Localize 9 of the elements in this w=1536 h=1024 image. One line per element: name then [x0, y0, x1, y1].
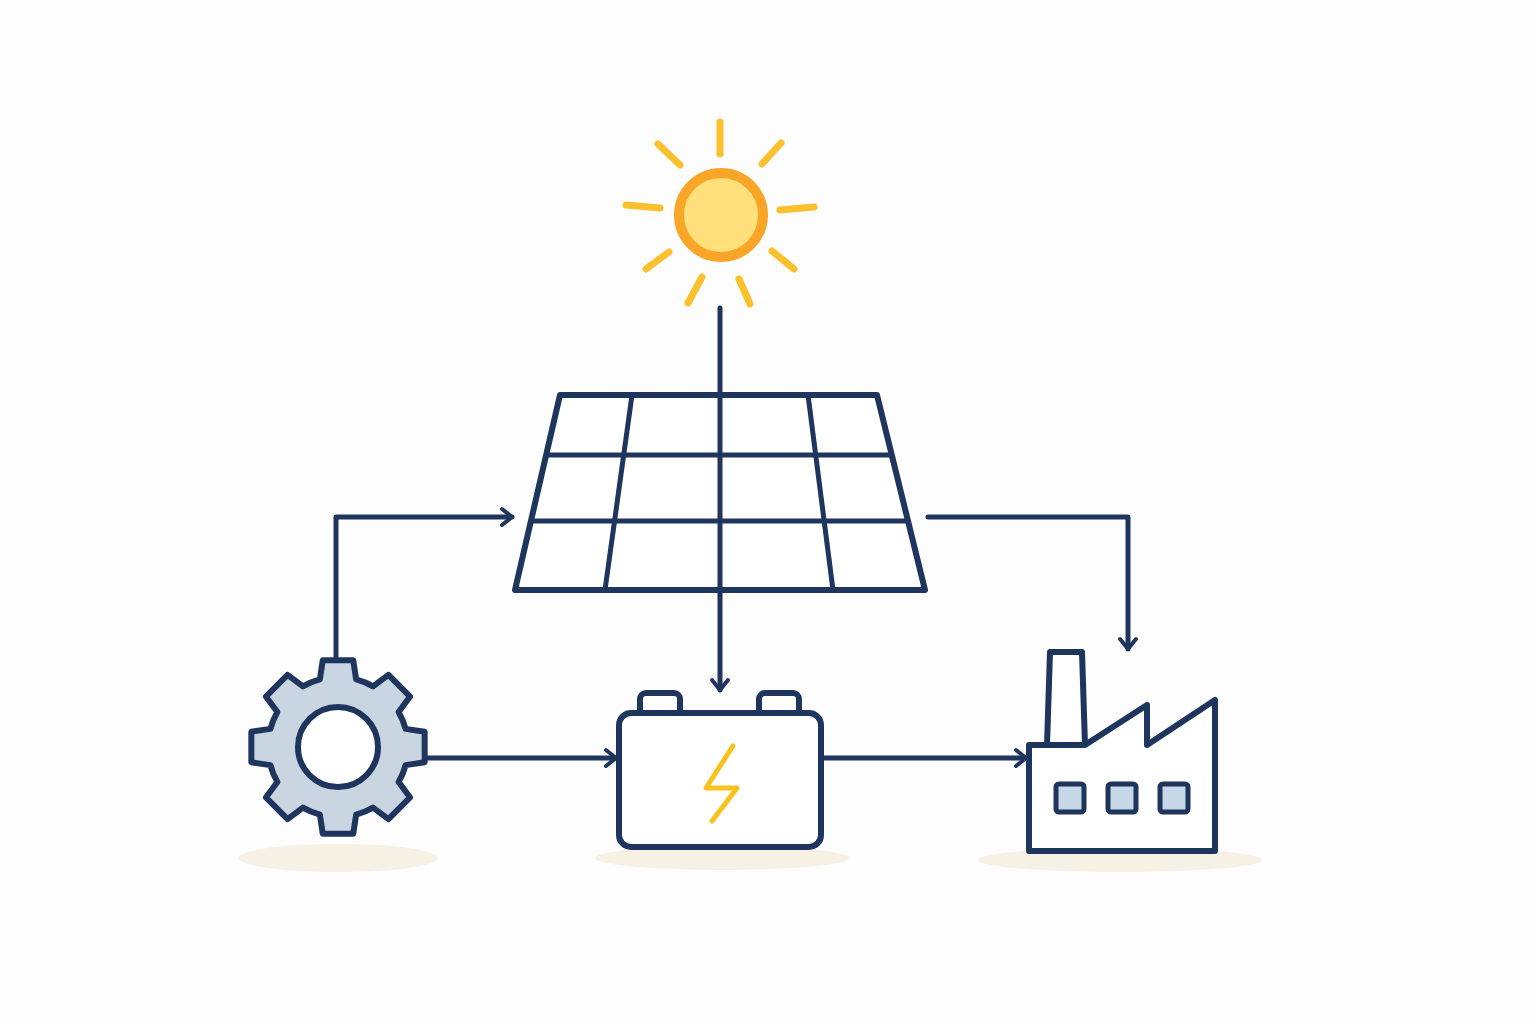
connector-line	[717, 305, 723, 395]
sun-icon	[622, 118, 818, 308]
factory-icon	[1026, 649, 1218, 854]
arrow	[333, 507, 515, 660]
battery-icon	[616, 690, 824, 850]
arrow	[710, 590, 730, 693]
gear-icon	[248, 657, 428, 837]
arrow	[925, 514, 1138, 652]
solar-panel-icon	[512, 392, 928, 593]
